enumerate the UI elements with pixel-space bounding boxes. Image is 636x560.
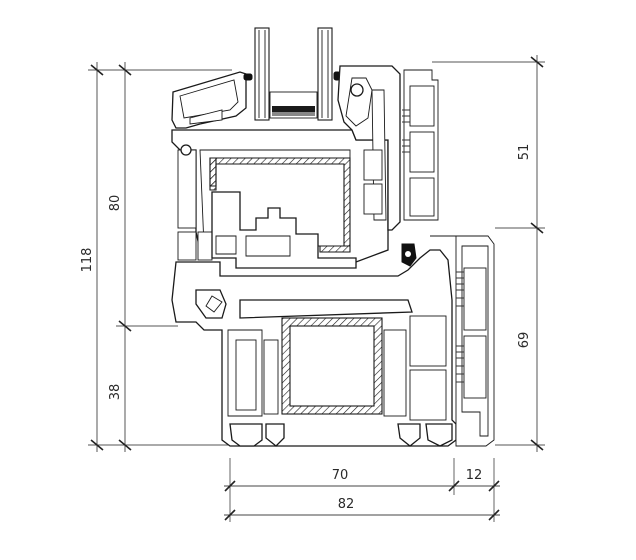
frame-steel-reinforcement xyxy=(281,317,383,415)
dim-label-frame-width: 70 xyxy=(332,468,349,483)
dim-label-extension-width: 12 xyxy=(466,468,483,483)
dim-label-frame-height: 80 xyxy=(108,195,123,212)
sash-steel-reinforcement xyxy=(209,157,351,253)
upper-cladding xyxy=(402,69,439,221)
dim-label-overall-width: 82 xyxy=(338,497,355,512)
dim-label-upper-right-height: 51 xyxy=(517,144,532,161)
dim-label-lower-height: 38 xyxy=(108,384,123,401)
glazing-unit xyxy=(254,27,333,121)
sash-center-mullion xyxy=(211,191,357,269)
lower-cladding xyxy=(430,235,495,447)
dimension-lines xyxy=(88,55,545,522)
dim-label-overall-height: 118 xyxy=(80,248,95,273)
dim-label-lower-right-height: 69 xyxy=(517,332,532,349)
seal-gasket xyxy=(401,243,417,267)
